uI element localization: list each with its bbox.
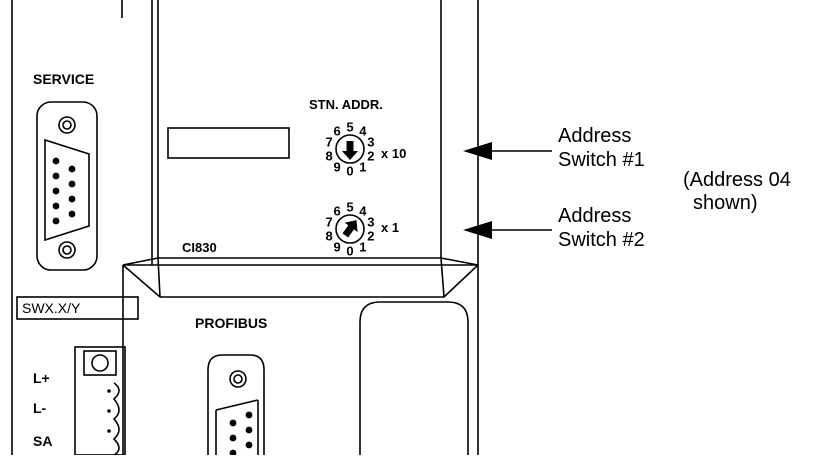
service-port-screw-top-inner bbox=[62, 120, 72, 130]
switch-1-digit-7: 7 bbox=[325, 135, 332, 150]
callout-2-line-1: Address bbox=[558, 205, 631, 227]
terminal-dots bbox=[107, 389, 111, 433]
callout-2-line-2: Switch #2 bbox=[558, 229, 645, 251]
switch-2-digit-6: 6 bbox=[333, 204, 340, 219]
switch-1-digit-3: 3 bbox=[367, 135, 374, 150]
switch-2-pointer bbox=[342, 220, 358, 238]
service-port-connector bbox=[44, 138, 90, 242]
switch-1-digit-1: 1 bbox=[359, 159, 366, 174]
switch-2-digit-0: 0 bbox=[346, 244, 353, 259]
profibus-port-connector bbox=[215, 399, 259, 455]
inner-recess-outline bbox=[157, 0, 442, 259]
switch-1-digit-2: 2 bbox=[367, 148, 374, 163]
terminal-screw bbox=[91, 354, 109, 372]
callout-arrow-2 bbox=[463, 221, 552, 239]
terminal-label-l-plus: L+ bbox=[33, 370, 50, 386]
switch-1-pointer bbox=[342, 141, 358, 160]
right-slot-outline bbox=[359, 301, 469, 455]
switch-2-digit-5: 5 bbox=[346, 200, 353, 215]
callout-arrow-1 bbox=[463, 142, 552, 160]
callout-1-line-2: Switch #1 bbox=[558, 149, 645, 171]
switch-1-digit-8: 8 bbox=[325, 148, 332, 163]
switch-1-multiplier: x 10 bbox=[381, 146, 406, 161]
terminal-block bbox=[74, 346, 126, 456]
switch-2-digit-3: 3 bbox=[367, 215, 374, 230]
switch-1-digit-6: 6 bbox=[333, 124, 340, 139]
service-port-pins bbox=[52, 157, 76, 225]
switch-1-digit-9: 9 bbox=[333, 159, 340, 174]
service-port-housing bbox=[36, 101, 98, 271]
switch-1-digit-5: 5 bbox=[346, 120, 353, 135]
service-label: SERVICE bbox=[33, 71, 94, 87]
sw-label-box bbox=[16, 296, 139, 320]
switch-1-digit-0: 0 bbox=[346, 164, 353, 179]
profibus-label: PROFIBUS bbox=[195, 315, 267, 331]
service-port-screw-top bbox=[58, 116, 76, 134]
service-port-screw-bottom-inner bbox=[62, 245, 72, 255]
terminal-label-l-minus: L- bbox=[33, 400, 47, 416]
switch-2-digit-4: 4 bbox=[359, 204, 367, 219]
switch-2-digit-8: 8 bbox=[325, 228, 332, 243]
address-note-line-2: shown) bbox=[693, 192, 757, 214]
callout-1-line-1: Address bbox=[558, 125, 631, 147]
switch-2-digit-9: 9 bbox=[333, 239, 340, 254]
service-port-screw-bottom bbox=[58, 241, 76, 259]
address-note-line-1: (Address 04 bbox=[683, 169, 791, 191]
profibus-port-housing bbox=[207, 354, 265, 455]
profibus-screw-inner bbox=[233, 374, 243, 384]
bevel-lower bbox=[122, 257, 479, 298]
terminal-plug-profile bbox=[112, 382, 120, 456]
main-panel-outline bbox=[122, 0, 479, 455]
profibus-screw bbox=[229, 370, 247, 388]
switch-2-digit-7: 7 bbox=[325, 215, 332, 230]
model-label: CI830 bbox=[182, 240, 217, 255]
display-window bbox=[167, 127, 290, 159]
switch-1-dial bbox=[335, 134, 365, 164]
switch-2-digit-1: 1 bbox=[359, 239, 366, 254]
switch-2-multiplier: x 1 bbox=[381, 220, 399, 235]
terminal-screw-frame bbox=[83, 350, 117, 376]
sw-version-label: SWX.X/Y bbox=[22, 300, 81, 316]
terminal-label-sa: SA bbox=[33, 433, 52, 449]
profibus-port-pins bbox=[229, 411, 253, 457]
switch-1-digit-4: 4 bbox=[359, 124, 367, 139]
switch-2-digit-2: 2 bbox=[367, 228, 374, 243]
bevel-sides bbox=[157, 257, 445, 298]
switch-2-dial bbox=[335, 214, 365, 244]
station-address-label: STN. ADDR. bbox=[309, 97, 383, 112]
